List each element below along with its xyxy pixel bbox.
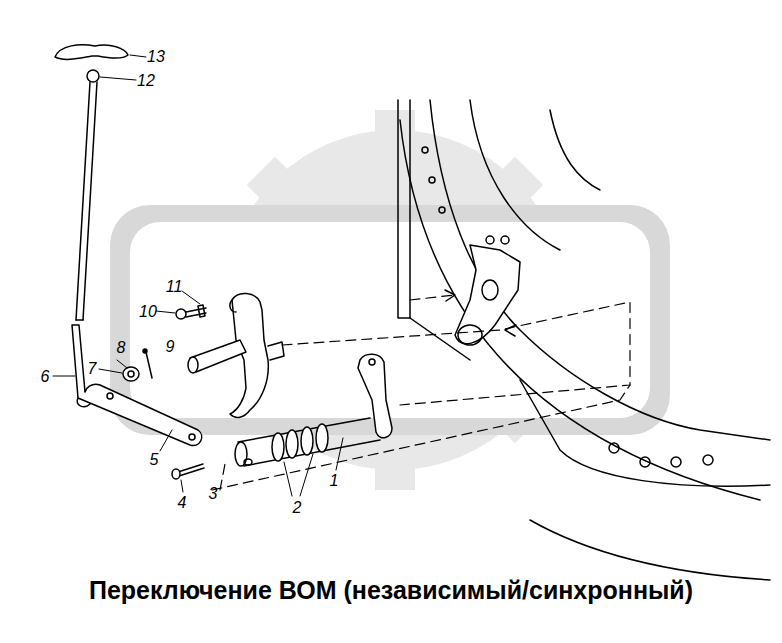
caption: Переключение ВОМ (независимый/синхронный… [89,577,693,605]
callout-number: 10 [139,304,157,320]
callout-number: 12 [137,73,155,89]
parts-drawing [53,45,770,580]
callout-number: 3 [209,486,218,502]
callout-number: 7 [88,361,97,377]
callout-number: 8 [117,340,126,356]
callout-number: 5 [150,452,159,468]
callout-number: 6 [41,369,50,385]
callout-number: 4 [178,495,187,511]
callout-number: 9 [166,339,175,355]
callout-number: 13 [147,49,165,65]
callout-number: 1 [330,473,339,489]
callout-number: 11 [166,279,183,295]
callout-number: 2 [293,500,302,516]
